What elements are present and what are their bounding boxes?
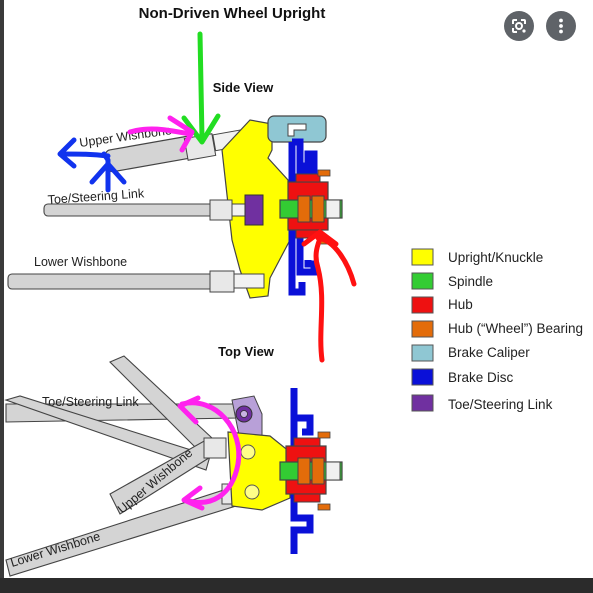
side-toe-link-label: Toe/Steering Link bbox=[47, 186, 145, 207]
bottom-bar bbox=[0, 578, 593, 593]
side-lower-wishbone bbox=[7, 270, 265, 293]
svg-text:Brake Caliper: Brake Caliper bbox=[448, 345, 530, 360]
svg-text:Hub: Hub bbox=[448, 297, 473, 312]
legend-item-hub-bearing: Hub (“Wheel”) Bearing bbox=[411, 320, 583, 338]
left-edge-shadow bbox=[0, 0, 4, 578]
svg-text:Upright/Knuckle: Upright/Knuckle bbox=[448, 250, 543, 265]
side-toe-link bbox=[43, 194, 264, 226]
magenta-arrow-side bbox=[127, 126, 193, 137]
svg-text:Toe/Steering Link: Toe/Steering Link bbox=[448, 397, 553, 412]
side-view-label: Side View bbox=[213, 80, 274, 95]
top-view-label: Top View bbox=[218, 344, 275, 359]
side-view: Upper Wishbone Toe/Steering Link bbox=[7, 115, 343, 299]
lens-button[interactable] bbox=[504, 11, 534, 41]
annotations bbox=[57, 31, 357, 511]
blue-arrow-up bbox=[101, 151, 111, 193]
diagram-svg: Non-Driven Wheel Upright Side View Top V… bbox=[4, 5, 583, 577]
legend-item-brake-disc: Brake Disc bbox=[411, 368, 514, 386]
svg-text:Spindle: Spindle bbox=[448, 274, 493, 289]
diagram-canvas: Non-Driven Wheel Upright Side View Top V… bbox=[0, 0, 593, 578]
more-vert-icon bbox=[552, 17, 570, 35]
svg-text:Brake Disc: Brake Disc bbox=[448, 370, 514, 385]
legend-item-hub: Hub bbox=[411, 296, 473, 314]
magenta-arc-top bbox=[179, 400, 242, 505]
svg-text:Hub (“Wheel”) Bearing: Hub (“Wheel”) Bearing bbox=[448, 321, 583, 336]
top-view: Toe/Steering Link Upper Wishbone Lower W… bbox=[4, 355, 343, 577]
legend-item-spindle: Spindle bbox=[411, 272, 493, 290]
legend-item-toe-steering-link: Toe/Steering Link bbox=[411, 394, 553, 412]
legend-item-brake-caliper: Brake Caliper bbox=[411, 344, 530, 362]
top-toe-link-label: Toe/Steering Link bbox=[42, 395, 139, 409]
blue-arrow-left bbox=[59, 151, 111, 159]
green-arrow bbox=[197, 31, 205, 141]
side-axle-nut bbox=[325, 199, 341, 219]
side-bearing-inner bbox=[297, 195, 311, 223]
side-bearing-outer bbox=[311, 195, 325, 223]
legend-item-upright: Upright/Knuckle bbox=[411, 248, 543, 266]
more-options-button[interactable] bbox=[546, 11, 576, 41]
google-lens-icon bbox=[510, 17, 528, 35]
red-arrow bbox=[313, 233, 325, 363]
diagram-title: Non-Driven Wheel Upright bbox=[139, 5, 326, 22]
legend: Upright/Knuckle Spindle Hub Hub (“Wheel”… bbox=[411, 248, 583, 412]
side-lower-wishbone-label: Lower Wishbone bbox=[34, 255, 127, 269]
